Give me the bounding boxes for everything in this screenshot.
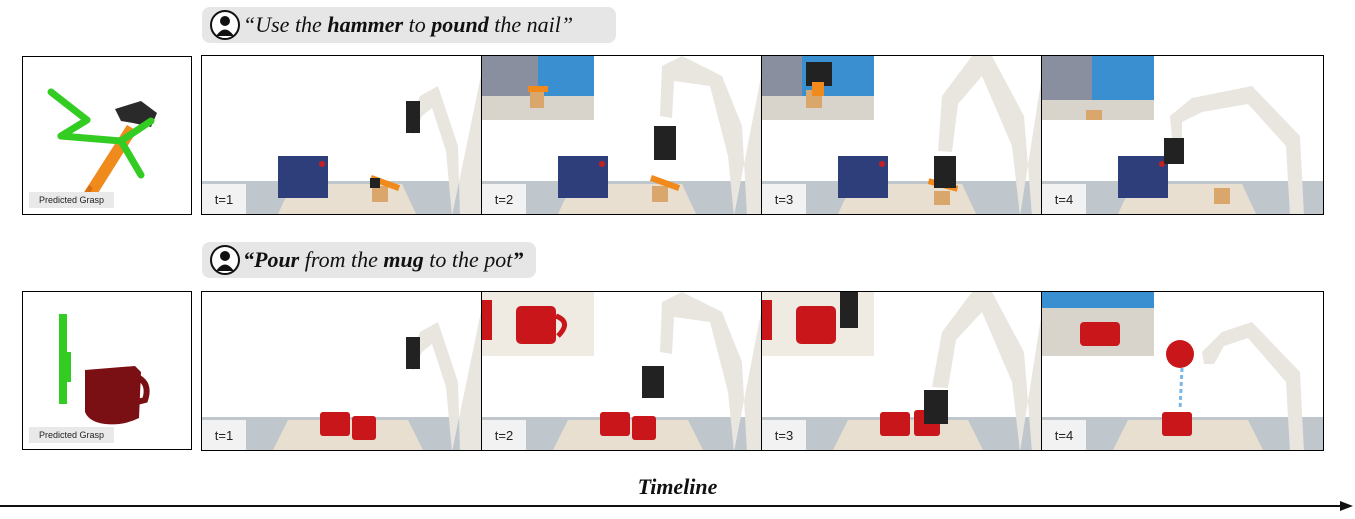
time-label: t=4 [1042, 420, 1086, 450]
user-icon [210, 245, 240, 275]
time-label: t=2 [482, 420, 526, 450]
frame-row2-t3: t=3 [761, 291, 1044, 451]
time-label: t=4 [1042, 184, 1086, 214]
instruction-segment: mug [383, 247, 424, 272]
inset-view [482, 292, 594, 356]
instruction-segment: Pour [254, 247, 300, 272]
timeline-arrow [0, 501, 1353, 511]
inset-view [1042, 56, 1154, 120]
instruction-segment: from the [299, 247, 384, 272]
instruction-bubble-2: “Pour from the mug to the pot” [202, 242, 536, 278]
inset-view [762, 292, 874, 356]
hammer-grasp-render [47, 88, 157, 201]
frame-row1-t3: t=3 [761, 55, 1044, 215]
instruction-segment: “Use the [243, 12, 328, 37]
time-label: t=1 [202, 420, 246, 450]
instruction-segment: hammer [327, 12, 404, 37]
instruction-text-1: “Use the hammer to pound the nail” [243, 12, 573, 38]
inset-view [482, 56, 594, 120]
time-label: t=3 [762, 420, 806, 450]
instruction-segment: ” [512, 247, 524, 272]
instruction-segment: the nail” [488, 12, 574, 37]
frame-row1-t4: t=4 [1041, 55, 1324, 215]
time-label: t=3 [762, 184, 806, 214]
time-label: t=1 [202, 184, 246, 214]
instruction-segment: to [403, 12, 432, 37]
predicted-grasp-panel-2: Predicted Grasp [22, 291, 192, 450]
predicted-grasp-panel-1: Predicted Grasp [22, 56, 192, 215]
user-icon [210, 10, 240, 40]
frame-row1-t2: t=2 [481, 55, 764, 215]
instruction-segment: pound [431, 12, 489, 37]
frame-row2-t4: t=4 [1041, 291, 1324, 451]
mug-grasp-render [59, 314, 150, 425]
frame-row2-t1: t=1 [201, 291, 484, 451]
inset-view [762, 56, 874, 120]
frame-row1-t1: t=1 [201, 55, 484, 215]
predicted-grasp-label-1: Predicted Grasp [29, 192, 115, 208]
instruction-text-2: “Pour from the mug to the pot” [243, 247, 523, 273]
frame-row2-t2: t=2 [481, 291, 764, 451]
timeline-label: Timeline [637, 474, 718, 499]
instruction-bubble-1: “Use the hammer to pound the nail” [202, 7, 616, 43]
predicted-grasp-label-2: Predicted Grasp [29, 427, 115, 443]
instruction-segment: “ [243, 247, 254, 272]
time-label: t=2 [482, 184, 526, 214]
inset-view [1042, 292, 1154, 356]
instruction-segment: to the pot [423, 247, 513, 272]
